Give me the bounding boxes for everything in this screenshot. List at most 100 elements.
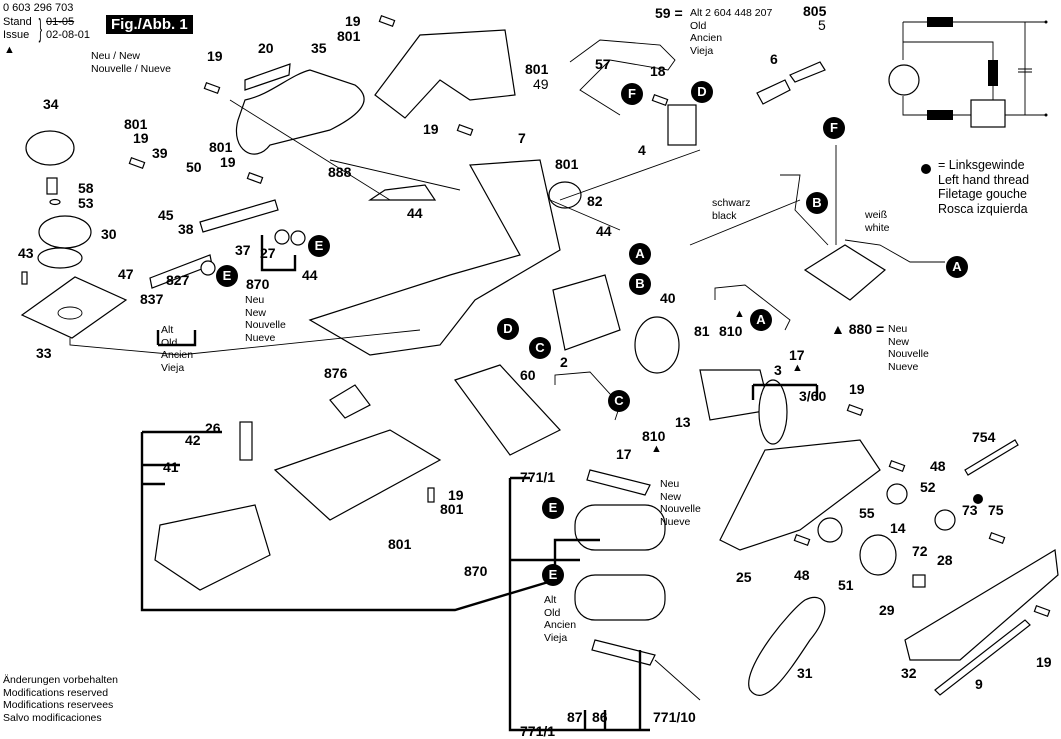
callout-a: A (629, 243, 651, 265)
part-59-label: 59 = (655, 5, 683, 21)
inductor-top (927, 17, 953, 27)
part-label-44: 44 (596, 223, 612, 239)
part-label-60: 60 (520, 367, 536, 383)
part-label-837: 837 (140, 291, 164, 307)
part-label-38: 38 (178, 221, 194, 237)
callout-f: F (823, 117, 845, 139)
stand-value: 01-05 (46, 16, 75, 28)
part-label-75: 75 (988, 502, 1004, 518)
part-label-801: 801 (388, 536, 412, 552)
part-label-52: 52 (920, 479, 936, 495)
label-9 (934, 619, 1031, 696)
callout-d: D (497, 318, 519, 340)
part-label-37: 37 (235, 242, 251, 258)
part-label-19: 19 (207, 48, 223, 64)
left-thread-bullet-icon (921, 160, 931, 178)
plug-cable-5 (789, 61, 826, 83)
bracket-801-base (140, 430, 600, 612)
part-label-4: 4 (638, 142, 646, 158)
front-shoe (154, 504, 271, 591)
part-label-754: 754 (972, 429, 996, 445)
part-label-55: 55 (859, 505, 875, 521)
motor-symbol (888, 64, 920, 96)
callout-e: E (216, 265, 238, 287)
part-59-note: Alt 2 604 448 207 Old Ancien Vieja (690, 7, 773, 57)
brush-wires (780, 145, 945, 263)
part-label-30: 30 (101, 226, 117, 242)
part-label-3: 3 (774, 362, 782, 378)
circuit-diagram (888, 17, 1048, 128)
part-label-20: 20 (258, 40, 274, 56)
part-label-771-1: 771/1 (520, 469, 556, 485)
part-label-801: 801 (209, 139, 233, 155)
part-label-14: 14 (890, 520, 906, 536)
part-label-805: 805 (803, 3, 827, 19)
plate-37 (199, 199, 279, 233)
part-label-19: 19 (220, 154, 236, 170)
part-label-29: 29 (879, 602, 895, 618)
part-label-57: 57 (595, 56, 611, 72)
callout-b: B (806, 192, 828, 214)
part-label-801: 801 (525, 61, 549, 77)
new-marker-text: Neu / New Nouvelle / Nueve (91, 50, 171, 75)
leader-lines (229, 99, 801, 246)
part-label-19: 19 (1036, 654, 1052, 670)
drive-belt (748, 596, 826, 696)
wire-57 (569, 39, 676, 116)
part-label-801: 801 (440, 501, 464, 517)
part-label-19: 19 (448, 487, 464, 503)
stator (552, 274, 621, 351)
brush-plate-880 (803, 244, 887, 301)
part-label-31: 31 (797, 665, 813, 681)
part-label-870: 870 (246, 276, 270, 292)
new-marker-triangle: ▲ (4, 44, 15, 56)
top-handle (374, 29, 516, 119)
part-876 (329, 384, 371, 419)
part-label-3-60: 3/60 (799, 388, 827, 404)
callout-e: E (542, 497, 564, 519)
part-label-5: 5 (818, 17, 826, 33)
part-label-771-10: 771/10 (653, 709, 696, 725)
part-label-44: 44 (302, 267, 318, 283)
part-label-7: 7 (518, 130, 526, 146)
part-label-9: 9 (975, 676, 983, 692)
part-label-876: 876 (324, 365, 348, 381)
depth-knob-assembly (20, 130, 128, 339)
part-label-801: 801 (555, 156, 579, 172)
part-label-870: 870 (464, 563, 488, 579)
part-label-19: 19 (423, 121, 439, 137)
part-label-72: 72 (912, 543, 928, 559)
part-label-50: 50 (186, 159, 202, 175)
modifications-reserved: Änderungen vorbehalten Modifications res… (3, 674, 119, 724)
part-label-39: 39 (152, 145, 168, 161)
blade-drum-new (574, 504, 666, 551)
part-label-73: 73 (962, 502, 978, 518)
part-label-19: 19 (849, 381, 865, 397)
part-label-81: 81 (694, 323, 710, 339)
wire-loop-A (714, 284, 791, 331)
new-870-note: Neu New Nouvelle Nueve (245, 294, 286, 344)
rear-cover (235, 69, 365, 155)
bracket-837 (156, 330, 197, 347)
callout-a: A (750, 309, 772, 331)
dust-tube (454, 364, 561, 456)
part-label-17: 17 (789, 347, 805, 363)
stand-label: Stand (3, 16, 32, 28)
inductor-middle (988, 60, 998, 86)
part-label-801: 801 (337, 28, 361, 44)
cap-82 (548, 181, 582, 209)
new-marker-triangle: ▲ (734, 308, 745, 320)
switch-box (970, 99, 1006, 128)
part-label-53: 53 (78, 195, 94, 211)
callout-c: C (608, 390, 630, 412)
part-label-51: 51 (838, 577, 854, 593)
part-label-6: 6 (770, 51, 778, 67)
fan-baffle-40 (634, 316, 680, 374)
label-20 (244, 63, 291, 91)
bracket-870-left (260, 235, 297, 272)
inductor-bottom (927, 110, 953, 120)
wire-white-note: weiß white (865, 209, 890, 234)
callout-b: B (629, 273, 651, 295)
switch-4 (667, 104, 697, 146)
